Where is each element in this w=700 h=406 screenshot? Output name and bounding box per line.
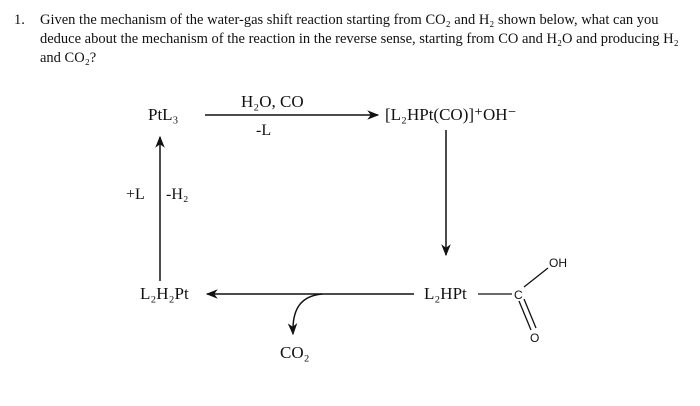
bond-c-o-double-a [518,300,532,331]
species-ptl3: PtL₃ [148,105,179,124]
label-minus-l: -L [256,122,271,139]
species-hydroxycarbonyl: L₂HPt [424,284,467,303]
bond-c-oh [523,267,549,288]
label-plus-l: +L [126,186,145,203]
species-co2: CO₂ [280,343,310,362]
label-minus-h2: -H₂ [166,186,188,203]
atom-hydroxyl: OH [549,256,567,270]
question-body: Given the mechanism of the water-gas shi… [40,12,679,66]
bond-c-o-double-b [523,298,537,329]
label-h2o-co: H₂O, CO [241,92,304,111]
question-text: 1. Given the mechanism of the water-gas … [14,11,680,68]
atom-carbon: C [514,288,523,302]
species-dihydride: L₂H₂Pt [140,284,189,303]
question-number: 1. [14,12,25,28]
species-cation-complex: [L₂HPt(CO)]⁺OH⁻ [385,105,517,124]
atom-carbonyl-oxygen: O [530,331,539,345]
arrow-co2-branch [287,293,323,336]
